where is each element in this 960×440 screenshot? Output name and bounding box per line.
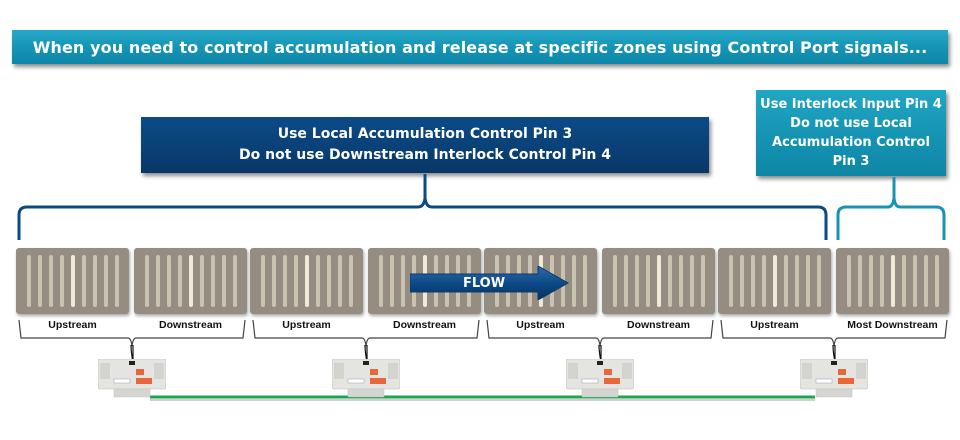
roller xyxy=(283,255,287,307)
roller xyxy=(646,255,650,307)
local-accumulation-callout: Use Local Accumulation Control Pin 3 Do … xyxy=(141,117,709,173)
roller xyxy=(762,255,766,307)
zone-label: Downstream xyxy=(158,319,222,331)
roller xyxy=(115,255,119,307)
roller xyxy=(751,255,755,307)
roller xyxy=(305,255,309,307)
callout-line: Use Local Accumulation Control Pin 3 xyxy=(277,126,573,142)
flow-arrow xyxy=(410,266,570,300)
roller xyxy=(817,255,821,307)
roller xyxy=(740,255,744,307)
roller xyxy=(327,255,331,307)
zone-label: Upstream xyxy=(48,319,97,331)
callout-line: Pin 3 xyxy=(832,154,870,169)
conveyor-zone xyxy=(836,248,949,314)
local-zones-brace xyxy=(17,174,828,240)
callout-line: Do not use Local xyxy=(790,116,912,131)
callout-line: Do not use Downstream Interlock Control … xyxy=(239,147,611,163)
callout-line: Accumulation Control xyxy=(772,135,930,150)
conveyor-zone xyxy=(602,248,715,314)
roller xyxy=(869,255,873,307)
pair-brace-1 xyxy=(18,319,246,347)
roller xyxy=(349,255,353,307)
zone-label: Upstream xyxy=(282,319,331,331)
flow-label: FLOW xyxy=(462,275,506,291)
banner-text: When you need to control accumulation an… xyxy=(32,37,928,57)
roller xyxy=(145,255,149,307)
roller xyxy=(390,255,394,307)
roller xyxy=(104,255,108,307)
roller xyxy=(71,255,75,307)
roller xyxy=(189,255,193,307)
roller xyxy=(338,255,342,307)
roller xyxy=(294,255,298,307)
roller xyxy=(211,255,215,307)
roller xyxy=(93,255,97,307)
controller-module xyxy=(566,359,634,398)
roller xyxy=(913,255,917,307)
roller xyxy=(773,255,777,307)
roller xyxy=(657,255,661,307)
roller xyxy=(261,255,265,307)
roller xyxy=(60,255,64,307)
roller xyxy=(82,255,86,307)
roller xyxy=(156,255,160,307)
header-banner: When you need to control accumulation an… xyxy=(12,30,948,64)
roller xyxy=(38,255,42,307)
roller xyxy=(806,255,810,307)
interlock-callout: Use Interlock Input Pin 4 Do not use Loc… xyxy=(756,90,946,176)
interlock-zone-brace xyxy=(836,177,946,240)
callout-line: Use Interlock Input Pin 4 xyxy=(760,97,942,112)
roller xyxy=(880,255,884,307)
zone-label: Downstream xyxy=(626,319,690,331)
conveyor-zone xyxy=(250,248,363,314)
roller xyxy=(858,255,862,307)
zone-label: Upstream xyxy=(516,319,565,331)
roller xyxy=(701,255,705,307)
conveyor-zone xyxy=(134,248,247,314)
controller-module xyxy=(332,359,400,398)
conveyor-zone xyxy=(718,248,831,314)
roller xyxy=(635,255,639,307)
roller xyxy=(49,255,53,307)
roller xyxy=(379,255,383,307)
zone-pair-braces xyxy=(18,319,948,347)
roller xyxy=(27,255,31,307)
roller xyxy=(583,255,587,307)
roller xyxy=(178,255,182,307)
roller xyxy=(668,255,672,307)
roller xyxy=(795,255,799,307)
controller-module xyxy=(98,359,166,398)
roller xyxy=(401,255,405,307)
roller xyxy=(847,255,851,307)
zone-label: Upstream xyxy=(750,319,799,331)
roller xyxy=(891,255,895,307)
roller xyxy=(167,255,171,307)
roller xyxy=(316,255,320,307)
zone-label: Most Downstream xyxy=(847,319,938,331)
controller-module xyxy=(800,359,868,398)
zone-label: Downstream xyxy=(392,319,456,331)
roller xyxy=(272,255,276,307)
roller xyxy=(902,255,906,307)
pair-brace-2 xyxy=(252,319,480,347)
roller xyxy=(222,255,226,307)
pair-brace-3 xyxy=(486,319,714,347)
roller xyxy=(690,255,694,307)
roller xyxy=(935,255,939,307)
roller xyxy=(784,255,788,307)
pair-brace-4 xyxy=(720,319,948,347)
roller xyxy=(679,255,683,307)
roller xyxy=(613,255,617,307)
roller xyxy=(624,255,628,307)
roller xyxy=(924,255,928,307)
conveyor-zone xyxy=(16,248,129,314)
roller xyxy=(729,255,733,307)
roller xyxy=(233,255,237,307)
roller xyxy=(572,255,576,307)
roller xyxy=(200,255,204,307)
